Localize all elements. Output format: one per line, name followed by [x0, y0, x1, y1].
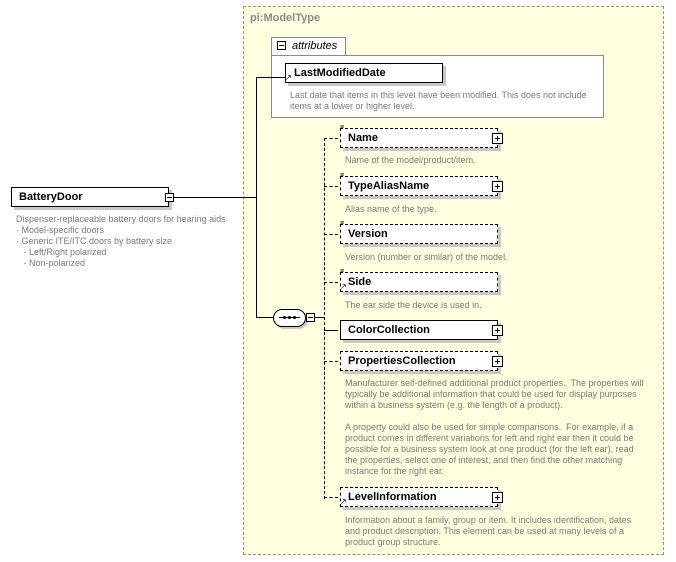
model-type-title: pi:ModelType — [250, 12, 321, 24]
sequence-marker-icon: ≡ — [340, 172, 344, 179]
collapse-sequence-icon[interactable] — [306, 313, 315, 322]
sequence-marker-icon: ≡ — [340, 220, 344, 227]
attribute-description: Last date that items in this level have … — [290, 90, 587, 111]
collapse-root-icon[interactable] — [165, 193, 174, 202]
element-label: Name — [348, 132, 378, 144]
attributes-tab[interactable] — [271, 37, 346, 55]
reference-arrow-icon: ↗ — [340, 282, 347, 291]
root-element-label: BatteryDoor — [19, 191, 83, 203]
sequence-marker-icon: ≡ — [340, 124, 344, 131]
element-description: Information about a family, group or ite… — [345, 515, 631, 547]
element-description: Alias name of the type. — [345, 204, 437, 214]
element-description: The ear side the device is used in. — [345, 300, 482, 310]
element-description: Name of the model/product/item. — [345, 155, 476, 165]
expand-typealiasname-icon[interactable] — [492, 181, 503, 192]
reference-arrow-icon: ↗ — [340, 497, 347, 506]
attribute-lastmodifieddate[interactable] — [285, 63, 443, 83]
element-version[interactable] — [340, 224, 498, 244]
reference-arrow-icon: ↗ — [285, 73, 292, 82]
root-description: Dispenser-replaceable battery doors for … — [16, 214, 226, 268]
element-side[interactable] — [340, 272, 498, 292]
element-description: Manufacturer self-defined additional pro… — [345, 378, 644, 476]
element-description: Version (number or similar) of the model… — [345, 252, 508, 262]
expand-levelinformation-icon[interactable] — [492, 492, 503, 503]
element-label: PropertiesCollection — [348, 355, 456, 367]
collapse-attributes-icon[interactable] — [277, 41, 286, 50]
sequence-marker-icon: ≡ — [340, 268, 344, 275]
element-label: LevelInformation — [348, 491, 437, 503]
attributes-tab-label: attributes — [292, 40, 338, 52]
element-label: Version — [348, 228, 388, 240]
attribute-label: LastModifiedDate — [294, 67, 386, 79]
element-label: ColorCollection — [348, 324, 430, 336]
expand-colorcollection-icon[interactable] — [492, 325, 503, 336]
element-label: TypeAliasName — [348, 180, 430, 192]
expand-name-icon[interactable] — [492, 133, 503, 144]
element-label: Side — [348, 276, 372, 288]
expand-propertiescollection-icon[interactable] — [492, 356, 503, 367]
